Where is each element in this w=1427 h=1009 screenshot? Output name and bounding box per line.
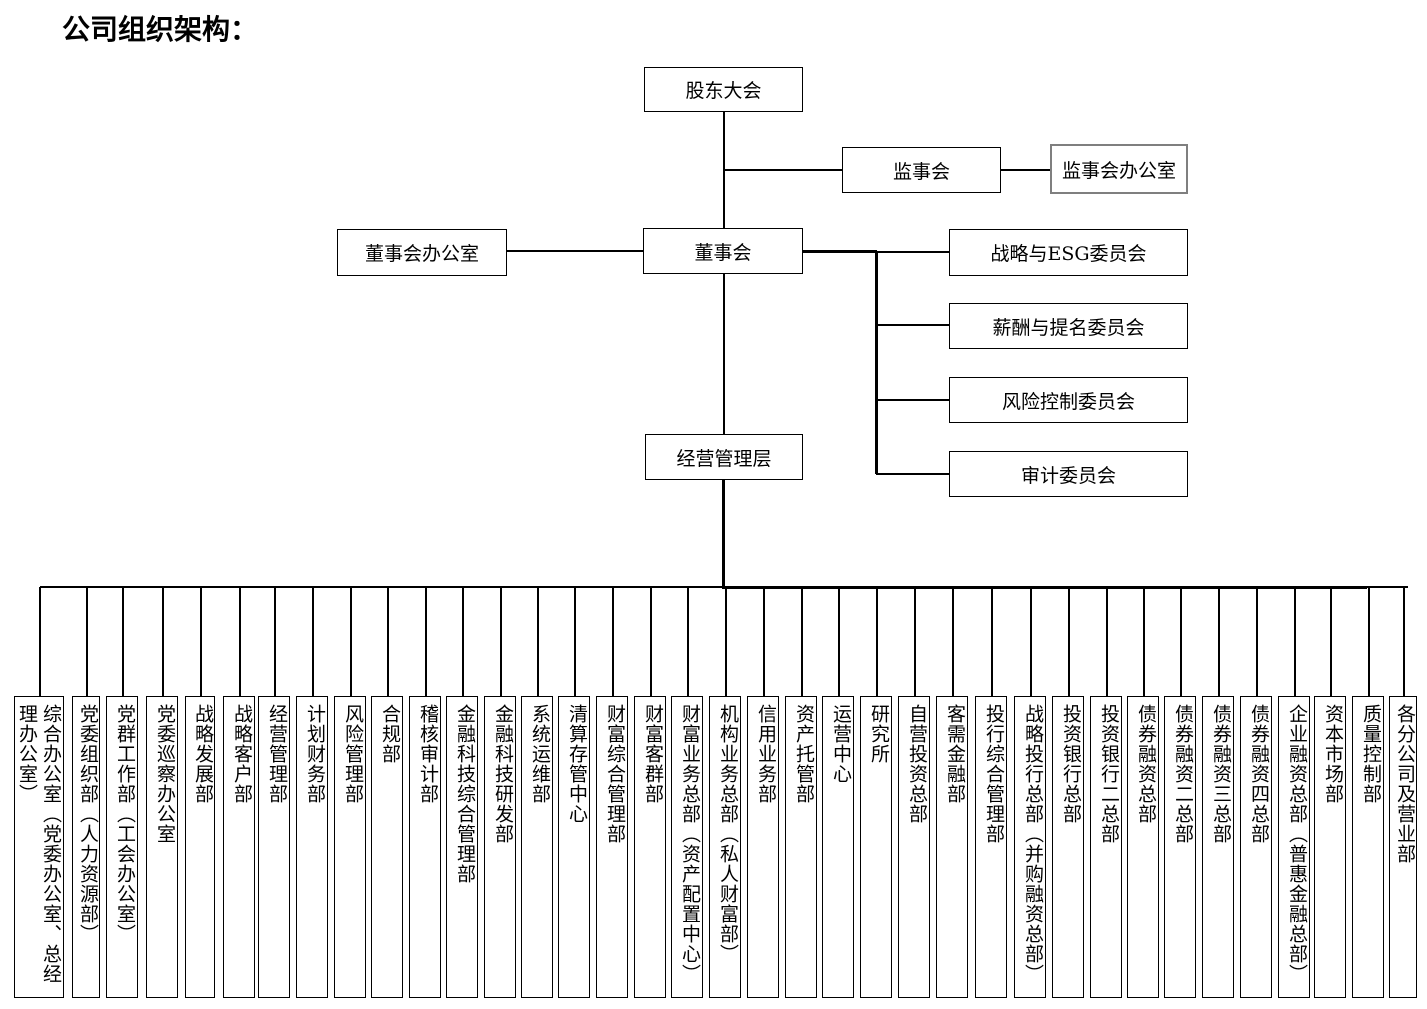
dept-capital-markets: 资本市场部 xyxy=(1314,696,1346,998)
dept-ib-management: 投行综合管理部 xyxy=(975,696,1007,998)
connector-committees-v xyxy=(875,251,878,474)
dept-bond-financing-4: 债券融资四总部 xyxy=(1240,696,1272,998)
department-connector xyxy=(952,587,954,697)
connector-committee-1 xyxy=(876,251,950,253)
connector-committee-4 xyxy=(876,473,950,475)
dept-strategic-clients: 战略客户部 xyxy=(223,696,255,998)
management-box: 经营管理层 xyxy=(645,434,803,480)
page-title: 公司组织架构： xyxy=(62,13,259,46)
dept-investment-banking-2: 投资银行二总部 xyxy=(1090,696,1122,998)
department-connector xyxy=(122,587,124,697)
dept-bond-financing: 债券融资总部 xyxy=(1127,696,1159,998)
department-connector xyxy=(39,587,41,697)
department-connector xyxy=(312,587,314,697)
board-of-directors-box: 董事会 xyxy=(643,228,803,274)
dept-bond-financing-2: 债券融资二总部 xyxy=(1164,696,1196,998)
dept-branches: 各分公司及营业部 xyxy=(1389,696,1417,998)
dept-party-organization: 党委组织部（人力资源部） xyxy=(72,696,100,998)
dept-audit: 稽核审计部 xyxy=(409,696,441,998)
department-connector xyxy=(387,587,389,697)
connector-board-committees-h xyxy=(802,250,877,253)
dept-operation-center: 运营中心 xyxy=(822,696,854,998)
dept-asset-custody: 资产托管部 xyxy=(785,696,817,998)
department-connector xyxy=(1368,587,1370,697)
dept-research-institute: 研究所 xyxy=(860,696,892,998)
board-office-box: 董事会办公室 xyxy=(337,229,507,276)
department-connector xyxy=(876,587,878,697)
dept-wealth-business: 财富业务总部（资产配置中心） xyxy=(671,696,703,998)
department-connector xyxy=(991,587,993,697)
department-connector xyxy=(650,587,652,697)
connector-committee-2 xyxy=(876,324,950,326)
connector-committee-3 xyxy=(876,399,950,401)
connector-management-bus xyxy=(722,479,725,588)
department-connector xyxy=(838,587,840,697)
dept-party-inspection: 党委巡察办公室 xyxy=(146,696,178,998)
department-connector xyxy=(1068,587,1070,697)
dept-client-finance: 客需金融部 xyxy=(936,696,968,998)
dept-operation-management: 经营管理部 xyxy=(258,696,290,998)
department-bus-line-thick xyxy=(722,586,1367,589)
department-connector xyxy=(500,587,502,697)
connector-board-management xyxy=(723,273,725,435)
dept-institutional-business: 机构业务总部（私人财富部） xyxy=(709,696,741,998)
department-connector xyxy=(914,587,916,697)
connector-board-office xyxy=(506,250,644,252)
department-connector xyxy=(462,587,464,697)
dept-enterprise-financing: 企业融资总部（普惠金融总部） xyxy=(1278,696,1310,998)
committee-strategy-esg: 战略与ESG委员会 xyxy=(949,229,1188,276)
dept-compliance: 合规部 xyxy=(371,696,403,998)
department-connector xyxy=(274,587,276,697)
department-connector xyxy=(1106,587,1108,697)
dept-fintech-rd: 金融科技研发部 xyxy=(484,696,516,998)
dept-proprietary-investment: 自营投资总部 xyxy=(898,696,930,998)
department-connector xyxy=(200,587,202,697)
department-connector xyxy=(1180,587,1182,697)
department-connector xyxy=(1330,587,1332,697)
dept-clearing-custody: 清算存管中心 xyxy=(558,696,590,998)
department-connector xyxy=(1294,587,1296,697)
department-connector xyxy=(1030,587,1032,697)
department-connector xyxy=(687,587,689,697)
department-connector xyxy=(350,587,352,697)
department-connector xyxy=(574,587,576,697)
dept-risk-management: 风险管理部 xyxy=(334,696,366,998)
committee-audit: 审计委员会 xyxy=(949,451,1188,497)
dept-party-masses: 党群工作部（工会办公室） xyxy=(106,696,138,998)
connector-supervisory xyxy=(724,169,842,171)
department-connector xyxy=(425,587,427,697)
department-connector xyxy=(801,587,803,697)
connector-supervisory-office xyxy=(1000,169,1051,171)
department-connector xyxy=(763,587,765,697)
shareholders-meeting-box: 股东大会 xyxy=(644,67,803,112)
dept-fintech-management: 金融科技综合管理部 xyxy=(446,696,478,998)
dept-system-ops: 系统运维部 xyxy=(521,696,553,998)
department-connector xyxy=(1256,587,1258,697)
dept-credit-business: 信用业务部 xyxy=(747,696,779,998)
department-connector xyxy=(86,587,88,697)
department-connector xyxy=(1218,587,1220,697)
committee-risk-control: 风险控制委员会 xyxy=(949,377,1188,423)
dept-wealth-management: 财富综合管理部 xyxy=(596,696,628,998)
dept-quality-control: 质量控制部 xyxy=(1352,696,1384,998)
department-connector xyxy=(725,587,727,697)
department-connector xyxy=(612,587,614,697)
supervisory-board-box: 监事会 xyxy=(842,147,1001,193)
dept-general-office: 综合办公室（党委办公室、总经理办公室） xyxy=(14,696,64,998)
department-connector xyxy=(537,587,539,697)
dept-planning-finance: 计划财务部 xyxy=(296,696,328,998)
dept-investment-banking: 投资银行总部 xyxy=(1052,696,1084,998)
department-connector xyxy=(1143,587,1145,697)
dept-bond-financing-3: 债券融资三总部 xyxy=(1202,696,1234,998)
department-connector xyxy=(162,587,164,697)
department-connector xyxy=(1403,587,1405,697)
department-connector xyxy=(239,587,241,697)
dept-strategic-ib: 战略投行总部（并购融资总部） xyxy=(1014,696,1046,998)
committee-compensation: 薪酬与提名委员会 xyxy=(949,303,1188,349)
supervisory-office-box: 监事会办公室 xyxy=(1050,144,1188,194)
dept-strategy-development: 战略发展部 xyxy=(185,696,215,998)
dept-wealth-clients: 财富客群部 xyxy=(634,696,666,998)
